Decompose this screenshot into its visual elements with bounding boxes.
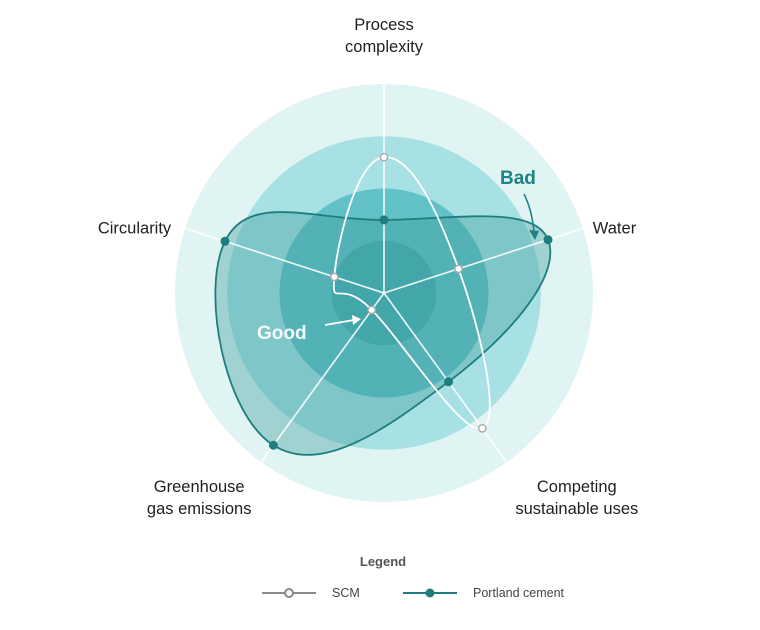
axis-label-process-complexity-line-1: Process: [354, 16, 414, 34]
bad-arrow-icon: [523, 193, 535, 233]
legend-scm-label: SCM: [332, 586, 360, 600]
axis-label-circularity: Circularity: [98, 219, 172, 237]
axis-label-greenhouse-gas-emissions-line-1: Greenhouse: [154, 478, 245, 496]
portland-cement-outline: [214, 211, 552, 456]
scm-point-water: [454, 264, 463, 274]
axis-label-process-complexity-line-2: complexity: [345, 38, 424, 56]
scm-point-process-complexity: [379, 152, 389, 162]
scm-point-circularity: [329, 272, 339, 282]
portland-cement-area: [215, 212, 551, 455]
spoke-competing-sustainable-uses: [383, 292, 508, 463]
portland-point-competing-sustainable-uses: [444, 377, 453, 387]
good-arrowhead-icon: [352, 315, 361, 325]
spoke-circularity: [184, 227, 385, 294]
portland-cement-line: [214, 211, 552, 456]
axis-label-process-complexity: Process complexity: [345, 16, 424, 56]
axis-label-greenhouse-gas-emissions: Greenhouse gas emissions: [147, 478, 252, 518]
bad-arrowhead-icon: [529, 230, 539, 240]
axis-label-competing-sustainable-uses-line-2: sustainable uses: [515, 500, 638, 518]
legend-title: Legend: [360, 554, 406, 569]
legend-portland-marker: [425, 588, 435, 598]
portland-point-circularity: [220, 236, 230, 246]
portland-point-greenhouse-gas-emissions: [268, 440, 278, 450]
spoke-greenhouse-gas-emissions: [260, 292, 385, 463]
axis-label-water-line-1: Water: [593, 219, 637, 237]
legend-portland-label: Portland cement: [473, 586, 565, 600]
scm-line: [332, 156, 491, 430]
axis-label-competing-sustainable-uses-line-1: Competing: [537, 478, 617, 496]
legend: Legend SCM Portland cement: [262, 554, 565, 600]
data-points: [220, 152, 553, 450]
axis-label-greenhouse-gas-emissions-line-2: gas emissions: [147, 500, 252, 518]
portland-point-water: [543, 235, 553, 245]
scm-outline: [332, 156, 491, 430]
portland-cement-area-shape: [215, 212, 551, 455]
axis-label-water: Water: [593, 219, 637, 237]
bad-annotation: Bad: [500, 168, 536, 189]
scm-point-greenhouse-gas-emissions: [367, 305, 377, 315]
legend-scm-marker: [284, 588, 294, 598]
annotations: Bad Good: [257, 168, 539, 344]
scm-point-competing-sustainable-uses: [477, 423, 487, 433]
portland-point-process-complexity: [379, 215, 389, 225]
axis-label-competing-sustainable-uses: Competing sustainable uses: [515, 478, 638, 518]
good-annotation: Good: [257, 323, 307, 344]
axis-label-circularity-line-1: Circularity: [98, 219, 172, 237]
good-arrow-icon: [324, 319, 355, 326]
